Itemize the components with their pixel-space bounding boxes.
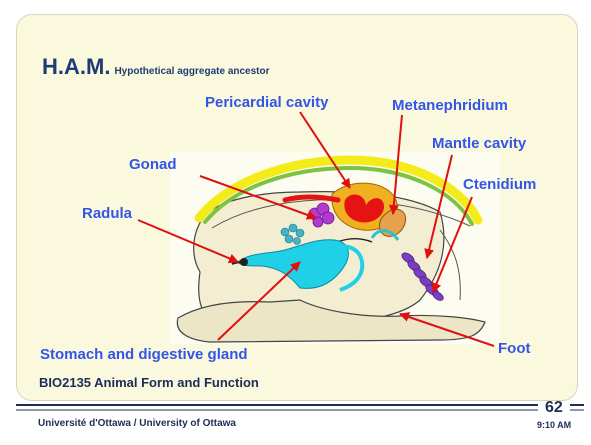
label-stomach-digestive-gland: Stomach and digestive gland [40, 347, 248, 362]
title-main: H.A.M. [42, 54, 110, 79]
course-title: BIO2135 Animal Form and Function [39, 375, 259, 390]
slide-time: 9:10 AM [537, 420, 571, 430]
label-pericardial-cavity: Pericardial cavity [205, 95, 328, 110]
label-mantle-cavity: Mantle cavity [432, 136, 526, 151]
label-ctenidium: Ctenidium [463, 177, 536, 192]
university-footer: Université d'Ottawa / University of Otta… [38, 418, 236, 429]
label-gonad: Gonad [129, 157, 177, 172]
label-radula: Radula [82, 206, 132, 221]
page-number: 62 [545, 399, 563, 417]
title-subtitle: Hypothetical aggregate ancestor [114, 66, 269, 77]
label-foot: Foot [498, 341, 530, 356]
slide-title: H.A.M. Hypothetical aggregate ancestor [42, 54, 270, 80]
label-metanephridium: Metanephridium [392, 98, 508, 113]
